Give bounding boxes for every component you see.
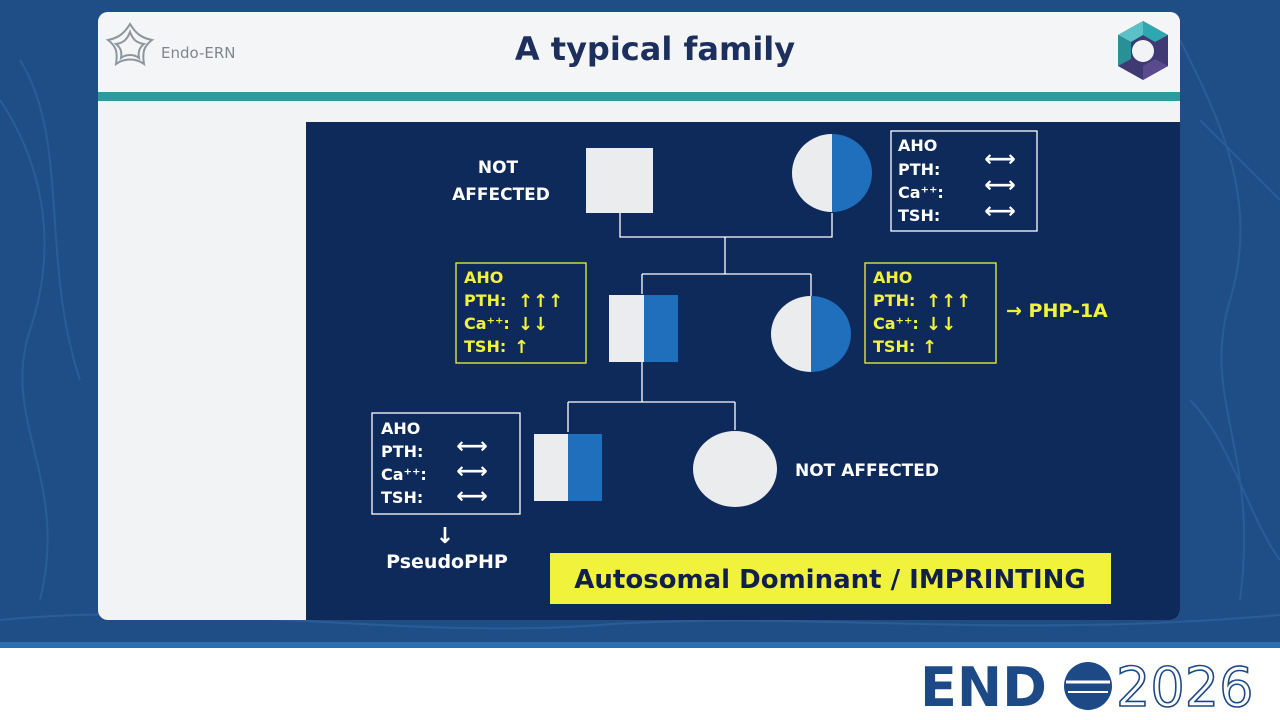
grandfather-square bbox=[586, 148, 653, 213]
endo-2026-logo: END 2026 bbox=[920, 655, 1254, 714]
globe-icon bbox=[1064, 662, 1112, 710]
dau-row-label: TSH: bbox=[873, 337, 915, 356]
slide: Endo-ERN A typical family NOT AFFECTED bbox=[98, 12, 1180, 620]
gs-row-label: Ca⁺⁺: bbox=[381, 465, 427, 484]
gm-row-label: Ca⁺⁺: bbox=[898, 183, 944, 202]
gs-row-label: AHO bbox=[381, 419, 420, 438]
inheritance-banner: Autosomal Dominant / IMPRINTING bbox=[574, 565, 1085, 595]
grandfather-label-1: NOT bbox=[478, 158, 519, 178]
gm-row-label: TSH: bbox=[898, 206, 940, 225]
son-row-value: ↑↑↑ bbox=[518, 291, 563, 312]
slide-header bbox=[98, 12, 1180, 92]
grandfather-label-2: AFFECTED bbox=[452, 185, 550, 205]
grandson-info-box: AHO PTH: Ca⁺⁺: TSH: ⟷ ⟷ ⟷ bbox=[371, 412, 521, 515]
grandson-square bbox=[534, 434, 602, 501]
gs-row-value: ⟷ bbox=[456, 459, 488, 484]
gm-row-value: ⟷ bbox=[984, 199, 1016, 224]
gs-row-value: ⟷ bbox=[456, 484, 488, 509]
son-square bbox=[609, 295, 678, 362]
granddaughter-circle bbox=[693, 431, 777, 507]
daughter-info-box: AHO PTH: Ca⁺⁺: TSH: ↑↑↑ ↓↓ ↑ bbox=[864, 262, 997, 364]
granddaughter-label: NOT AFFECTED bbox=[795, 461, 939, 481]
php-1a-label: → PHP-1A bbox=[1006, 300, 1108, 322]
brand-left: END bbox=[920, 656, 1047, 714]
gs-row-label: TSH: bbox=[381, 488, 423, 507]
dau-row-label: PTH: bbox=[873, 291, 915, 310]
pseudophp-label: PseudoPHP bbox=[386, 551, 508, 573]
gm-row-value: ⟷ bbox=[984, 173, 1016, 198]
son-row-label: PTH: bbox=[464, 291, 506, 310]
inheritance-banner-bg bbox=[550, 553, 1111, 604]
dau-row-label: AHO bbox=[873, 268, 912, 287]
pedigree-panel: NOT AFFECTED AHO PTH: Ca⁺⁺: TSH: ⟷ ⟷ ⟷ A… bbox=[306, 122, 1180, 620]
gm-row-value: ⟷ bbox=[984, 147, 1016, 172]
son-row-label: TSH: bbox=[464, 337, 506, 356]
panel-background bbox=[306, 122, 1180, 620]
grandmother-circle bbox=[792, 134, 872, 212]
gm-row-label: PTH: bbox=[898, 160, 940, 179]
brand-year: 2026 bbox=[1116, 656, 1253, 714]
son-row-label: Ca⁺⁺: bbox=[464, 314, 510, 333]
daughter-circle bbox=[771, 296, 851, 372]
dau-row-value: ↑↑↑ bbox=[926, 291, 971, 312]
son-row-value: ↓↓ bbox=[518, 314, 548, 335]
dau-row-label: Ca⁺⁺: bbox=[873, 314, 919, 333]
society-logo-icon bbox=[1118, 21, 1168, 80]
grandmother-info-box: AHO PTH: Ca⁺⁺: TSH: ⟷ ⟷ ⟷ bbox=[890, 130, 1038, 232]
son-row-value: ↑ bbox=[514, 337, 529, 358]
gm-row-label: AHO bbox=[898, 136, 937, 155]
endo-ern-logo-icon bbox=[105, 22, 155, 67]
dau-row-value: ↓↓ bbox=[926, 314, 956, 335]
slide-title: A typical family bbox=[514, 30, 796, 68]
pedigree-lines bbox=[567, 213, 833, 432]
gs-row-label: PTH: bbox=[381, 442, 423, 461]
down-arrow-icon: ↓ bbox=[436, 524, 454, 549]
son-row-label: AHO bbox=[464, 268, 503, 287]
son-info-box: AHO PTH: Ca⁺⁺: TSH: ↑↑↑ ↓↓ ↑ bbox=[455, 262, 587, 364]
header-divider bbox=[98, 92, 1180, 101]
gs-row-value: ⟷ bbox=[456, 434, 488, 459]
dau-row-value: ↑ bbox=[922, 337, 937, 358]
footer-divider bbox=[0, 642, 1280, 648]
org-name: Endo-ERN bbox=[161, 44, 236, 62]
